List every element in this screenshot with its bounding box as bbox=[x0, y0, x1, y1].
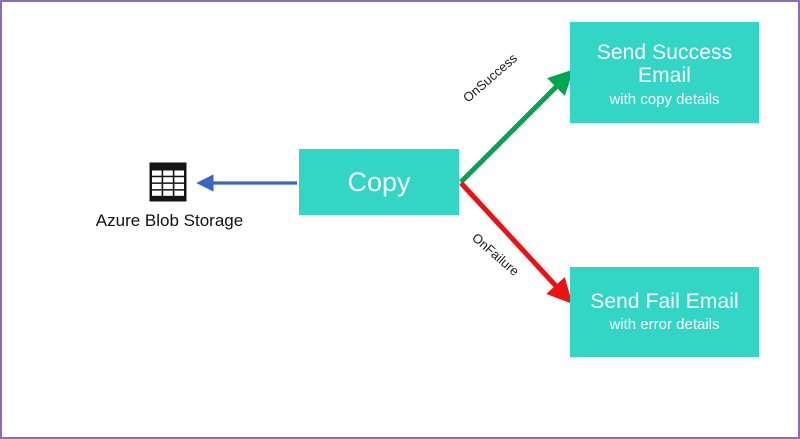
table-grid-icon bbox=[149, 162, 187, 202]
node-send-fail-email[interactable]: Send Fail Email with error details bbox=[570, 267, 759, 357]
node-success-title-line1: Send Success bbox=[596, 40, 733, 64]
node-success-subtitle: with copy details bbox=[609, 90, 720, 108]
storage-node-label: Azure Blob Storage bbox=[95, 211, 244, 230]
node-success-title-line2: Email bbox=[637, 64, 691, 88]
edge-copy-to-success bbox=[459, 69, 574, 184]
node-send-success-email[interactable]: Send Success Email with copy details bbox=[570, 22, 759, 123]
node-failure-title: Send Fail Email bbox=[590, 289, 739, 313]
node-copy-label: Copy bbox=[347, 166, 411, 197]
node-failure-subtitle: with error details bbox=[609, 316, 720, 334]
node-copy[interactable]: Copy bbox=[299, 149, 459, 215]
edge-copy-to-failure bbox=[459, 181, 573, 304]
